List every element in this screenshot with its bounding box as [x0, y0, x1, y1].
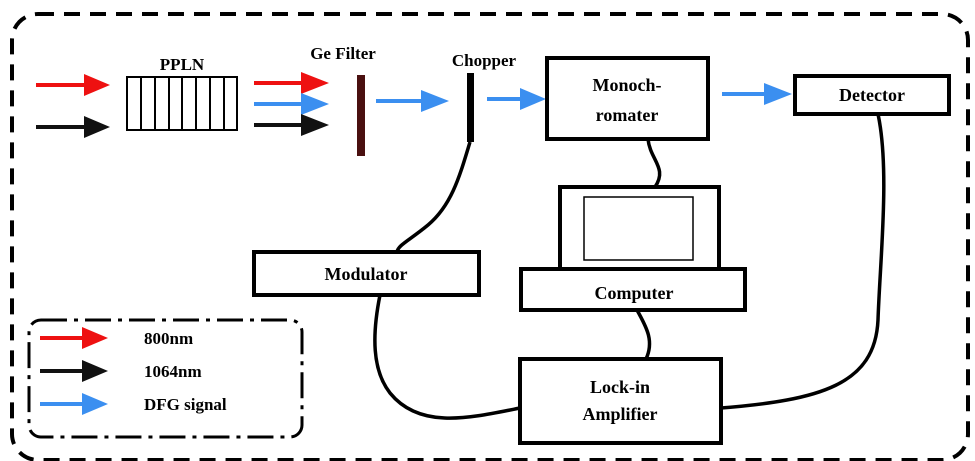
legend-item-800nm: 800nm [40, 327, 193, 349]
filter-out-blue-beam [376, 90, 449, 112]
input-black-beam [36, 116, 110, 138]
legend-label-1064nm: 1064nm [144, 362, 202, 381]
ppln-out-black-beam [254, 114, 329, 136]
legend-item-dfg-signal: DFG signal [40, 393, 227, 415]
ppln-out-blue-beam [254, 93, 329, 115]
computer-screen [583, 196, 694, 261]
chopper-label: Chopper [452, 51, 517, 70]
input-red-beam [36, 74, 110, 96]
cable-modulator-lockin [373, 294, 521, 420]
lockin-amplifier-box [518, 357, 723, 445]
computer-label: Computer [595, 283, 674, 303]
legend-label-dfg-signal: DFG signal [144, 395, 227, 414]
legend-item-1064nm: 1064nm [40, 360, 202, 382]
modulator-label: Modulator [325, 264, 408, 284]
ppln-label: PPLN [160, 55, 205, 74]
modulator-box [252, 250, 481, 297]
cable-chopper-modulator [395, 141, 472, 253]
lockin-label-line2: Amplifier [583, 404, 658, 424]
legend: 800nm 1064nm DFG signal [27, 318, 304, 439]
monochromater-label-line2: romater [596, 105, 659, 125]
ppln-out-red-beam [254, 72, 329, 94]
chopper-out-blue-beam [487, 88, 546, 110]
cable-detector-lockin [720, 113, 886, 410]
detector-box [793, 74, 951, 116]
cable-monochromater-computer [646, 138, 662, 188]
ge-filter-label: Ge Filter [310, 44, 376, 63]
outer-dashed-frame [10, 12, 970, 461]
ppln-crystal [126, 76, 238, 131]
detector-label: Detector [839, 85, 905, 105]
ge-filter [357, 75, 365, 156]
cable-computer-lockin [635, 309, 652, 360]
computer-base [519, 267, 747, 312]
chopper [467, 73, 474, 142]
legend-label-800nm: 800nm [144, 329, 193, 348]
mono-out-blue-beam [722, 83, 792, 105]
monochromater-label-line1: Monoch- [593, 75, 662, 95]
legend-frame [27, 318, 304, 439]
lockin-label-line1: Lock-in [590, 377, 650, 397]
monochromater-box [545, 56, 710, 141]
